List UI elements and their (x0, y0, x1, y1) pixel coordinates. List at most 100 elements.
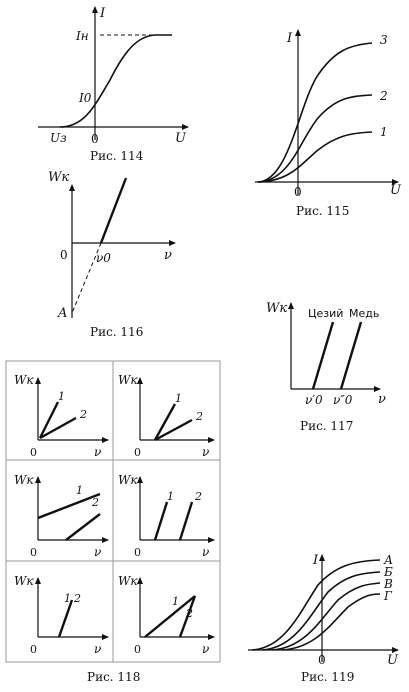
fig119-curve-G-label: Г (383, 589, 393, 603)
fig118-p4-origin: 0 (134, 546, 141, 559)
fig118-panel-4: Wк ν 0 1 2 (118, 473, 215, 559)
fig115-curve-1-label: 1 (380, 125, 388, 139)
fig118-p1-label-1: 1 (58, 390, 65, 403)
fig118-p3-label-2: 2 (91, 496, 99, 509)
fig118-p1-x-label: ν (94, 445, 101, 459)
fig118-p4-label-1: 1 (167, 490, 174, 503)
fig116-caption: Рис. 116 (90, 325, 143, 339)
figure-119: I U 0 А Б В Г Рис. 119 (248, 553, 399, 684)
fig118-p2-origin: 0 (134, 446, 141, 459)
fig114-y-label: I (99, 6, 106, 21)
fig114-saturation-current-label: Iн (75, 29, 89, 43)
fig117-cesium-line (311, 321, 335, 390)
fig118-p6-y-label: Wк (118, 574, 138, 588)
fig118-p2-label-1: 1 (175, 392, 182, 405)
fig115-curve-2-label: 2 (379, 89, 388, 103)
fig118-p6-line-1 (144, 595, 196, 638)
fig118-panel-5: Wк ν 0 1 2 (14, 574, 109, 656)
fig119-origin-label: 0 (318, 653, 326, 667)
fig117-caption: Рис. 117 (300, 419, 353, 433)
fig118-p2-y-label: Wк (118, 373, 138, 387)
fig116-energy-line (99, 177, 128, 244)
fig117-copper-threshold-label: ν″0 (333, 393, 353, 407)
fig119-x-label: U (387, 653, 399, 668)
fig119-curve-B (261, 571, 381, 651)
fig118-caption: Рис. 118 (87, 670, 140, 684)
fig117-copper-line (339, 321, 363, 390)
fig117-cesium-threshold-label: ν′0 (305, 393, 323, 407)
fig118-p1-line-1 (38, 401, 60, 439)
fig116-x-label: ν (164, 248, 172, 263)
fig115-y-label: I (286, 31, 293, 46)
fig115-curve-3 (257, 42, 373, 183)
fig118-panel-6: Wк ν 0 1 2 (118, 574, 215, 656)
fig118-p6-label-1: 1 (172, 595, 179, 608)
fig115-x-label: U (390, 183, 402, 198)
figure-116: Wк ν 0 ν0 A Рис. 116 (48, 170, 176, 339)
fig116-work-function-label: A (57, 306, 67, 321)
fig119-curve-A (251, 559, 381, 651)
fig118-p3-line-1 (37, 492, 101, 520)
fig118-p5-line-1-2 (57, 599, 74, 638)
fig118-p4-y-label: Wк (118, 473, 138, 487)
fig114-current-curve (59, 34, 172, 128)
fig117-copper-label: Медь (349, 307, 379, 320)
fig119-curve-A-label: А (383, 553, 393, 567)
fig116-extrapolation-dashed-line (71, 242, 102, 314)
fig115-caption: Рис. 115 (296, 204, 349, 218)
fig117-cesium-label: Цезий (308, 307, 343, 320)
fig118-p4-x-label: ν (202, 545, 209, 559)
fig117-x-label: ν (378, 392, 386, 407)
figure-117: Wк ν Цезий Медь ν′0 ν″0 Рис. 117 (266, 301, 386, 433)
fig118-p1-line-2 (39, 416, 77, 440)
fig114-stopping-voltage-label: Uз (50, 131, 67, 145)
fig115-curve-3-label: 3 (380, 33, 388, 47)
fig115-origin-label: 0 (294, 185, 302, 199)
figure-118: Wк ν 0 1 2 Wк ν 0 1 2 Wк ν 0 1 (5, 360, 221, 684)
fig119-curve-V (271, 582, 381, 651)
fig115-curve-2 (257, 94, 373, 183)
fig118-p2-label-2: 2 (195, 410, 203, 423)
fig118-p2-x-label: ν (202, 445, 209, 459)
fig115-curve-1 (257, 131, 373, 183)
fig116-y-label: Wк (48, 170, 69, 185)
figure-114: I U Iн I0 Uз 0 Рис. 114 (38, 6, 189, 163)
fig118-panel-1: Wк ν 0 1 2 (14, 373, 109, 459)
fig118-panel-3: Wк ν 0 1 2 (14, 473, 109, 559)
fig118-p1-label-2: 2 (79, 408, 87, 421)
fig118-p3-x-label: ν (94, 545, 101, 559)
fig118-p6-line-2 (178, 595, 197, 638)
fig118-p6-label-2: 2 (185, 607, 193, 620)
fig114-caption: Рис. 114 (90, 149, 144, 163)
fig118-p4-line-2 (178, 501, 194, 541)
fig114-zero-current-label: I0 (78, 91, 92, 105)
fig118-p5-origin: 0 (30, 643, 37, 656)
fig116-threshold-label: ν0 (96, 251, 111, 265)
fig118-p3-label-1: 1 (76, 484, 83, 497)
fig118-p4-label-2: 2 (194, 490, 202, 503)
figure-115: I U 0 1 2 3 Рис. 115 (255, 29, 402, 218)
fig118-p4-line-1 (153, 501, 169, 541)
fig118-p2-line-2 (154, 418, 193, 442)
fig117-y-label: Wк (266, 301, 287, 316)
fig118-p3-line-2 (65, 513, 101, 541)
fig118-p5-y-label: Wк (14, 574, 34, 588)
fig116-origin-label: 0 (60, 248, 68, 262)
fig119-curve-B-label: Б (383, 565, 393, 579)
fig119-caption: Рис. 119 (301, 670, 354, 684)
fig118-p1-origin: 0 (30, 446, 37, 459)
fig114-x-label: U (175, 131, 187, 146)
fig119-curve-V-label: В (383, 577, 393, 591)
fig118-p6-origin: 0 (134, 643, 141, 656)
fig118-p1-y-label: Wк (14, 373, 34, 387)
fig118-p3-y-label: Wк (14, 473, 34, 487)
fig118-p2-line-1 (153, 403, 177, 441)
fig118-p5-label-1: 1 (64, 592, 71, 605)
fig118-p5-x-label: ν (94, 642, 101, 656)
fig118-p3-origin: 0 (30, 546, 37, 559)
fig118-panel-2: Wк ν 0 1 2 (118, 373, 215, 459)
fig118-p5-label-2: 2 (73, 592, 81, 605)
fig119-y-label: I (312, 553, 319, 568)
fig114-origin-label: 0 (91, 132, 99, 146)
